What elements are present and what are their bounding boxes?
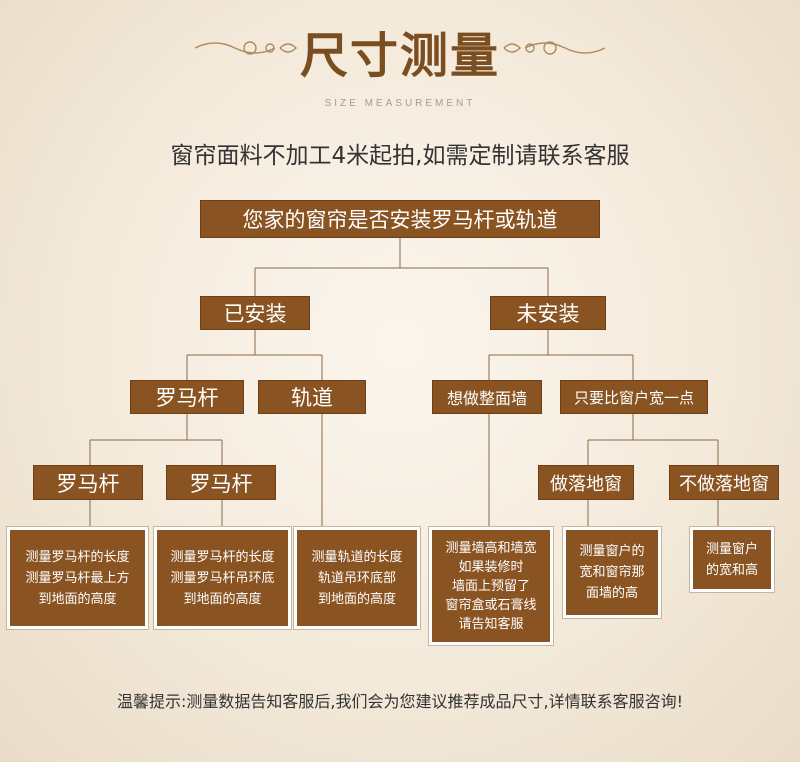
node-not-installed: 未安装 — [490, 296, 606, 330]
node-installed: 已安装 — [200, 296, 310, 330]
node-root-question: 您家的窗帘是否安装罗马杆或轨道 — [200, 200, 600, 238]
node-floor-window: 做落地窗 — [538, 465, 634, 500]
desc-roman-rod-a: 测量罗马杆的长度 测量罗马杆最上方 到地面的高度 — [6, 526, 149, 630]
desc-line: 面墙的高 — [585, 586, 638, 601]
desc-roman-rod-b: 测量罗马杆的长度 测量罗马杆吊环底 到地面的高度 — [153, 526, 292, 630]
desc-line: 测量窗户的 — [579, 544, 645, 559]
desc-line: 如果装修时 — [458, 559, 524, 575]
desc-line: 的宽和高 — [705, 562, 758, 578]
desc-full-wall: 测量墙高和墙宽 如果装修时 墙面上预留了 窗帘盒或石膏线 请告知客服 — [428, 526, 554, 646]
desc-line: 测量罗马杆的长度 — [170, 549, 275, 565]
desc-line: 到地面的高度 — [38, 591, 117, 607]
desc-line: 测量罗马杆吊环底 — [170, 570, 275, 586]
page-title: 尺寸测量 — [299, 28, 500, 84]
desc-line: 墙面上预留了 — [451, 578, 530, 594]
node-roman-rod-a: 罗马杆 — [33, 465, 143, 500]
node-full-wall: 想做整面墙 — [432, 380, 542, 414]
desc-line: 窗帘盒或石膏线 — [445, 597, 537, 613]
page-subtitle: SIZE MEASUREMENT — [324, 98, 476, 109]
node-no-floor-window: 不做落地窗 — [669, 465, 779, 500]
desc-floor-window: 测量窗户的 宽和窗帘那 面墙的高 — [562, 526, 662, 619]
desc-line: 测量罗马杆的长度 — [25, 549, 130, 565]
desc-line: 轨道吊环底部 — [317, 570, 396, 586]
desc-line: 测量轨道的长度 — [311, 549, 403, 565]
desc-line: 宽和窗帘那 — [579, 565, 645, 580]
desc-line: 测量窗户 — [705, 541, 758, 557]
node-roman-rod-b: 罗马杆 — [166, 465, 276, 500]
node-track: 轨道 — [258, 380, 366, 414]
desc-line: 请告知客服 — [458, 616, 524, 632]
footer-tip: 温馨提示:测量数据告知客服后,我们会为您建议推荐成品尺寸,详情联系客服咨询! — [117, 692, 683, 711]
node-roman-rod: 罗马杆 — [130, 380, 244, 414]
desc-line: 到地面的高度 — [183, 591, 262, 607]
ornament-left-icon — [194, 41, 297, 55]
desc-no-floor-window: 测量窗户 的宽和高 — [689, 526, 775, 593]
order-note: 窗帘面料不加工4米起拍,如需定制请联系客服 — [170, 143, 630, 169]
desc-line: 测量罗马杆最上方 — [25, 570, 130, 586]
desc-line: 测量墙高和墙宽 — [445, 540, 537, 556]
desc-line: 到地面的高度 — [317, 591, 396, 607]
ornament-right-icon — [503, 41, 606, 55]
desc-track: 测量轨道的长度 轨道吊环底部 到地面的高度 — [293, 526, 421, 630]
node-wider-than-window: 只要比窗户宽一点 — [560, 380, 708, 414]
